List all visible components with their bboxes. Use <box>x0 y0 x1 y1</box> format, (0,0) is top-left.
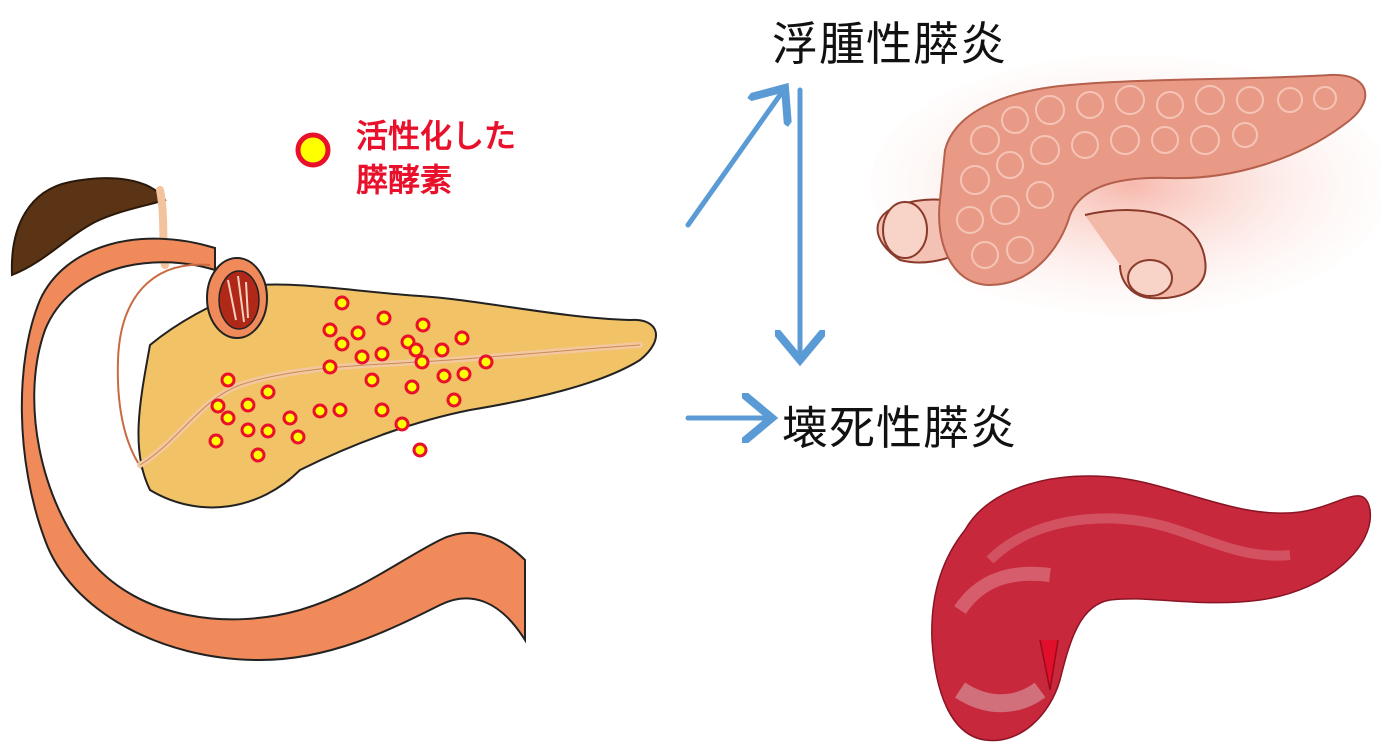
edematous-pancreas-picture <box>870 55 1381 315</box>
legend-label: 活性化した 膵酵素 <box>356 114 516 202</box>
legend-enzyme-marker <box>298 135 328 165</box>
edematous-pancreatitis-label: 浮腫性膵炎 <box>772 8 1007 74</box>
legend-line-1: 活性化した <box>356 114 516 158</box>
necrotizing-pancreas-picture <box>932 476 1371 741</box>
arrows <box>688 88 800 418</box>
legend-line-2: 膵酵素 <box>356 158 516 202</box>
pancreas-illustration <box>12 178 656 660</box>
arrow-to-edematous <box>688 88 785 225</box>
necrotizing-pancreatitis-label: 壊死性膵炎 <box>782 392 1017 458</box>
